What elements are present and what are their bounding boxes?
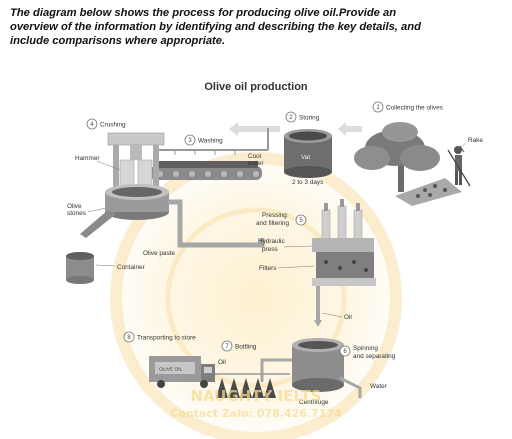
- container-label: Container: [117, 264, 146, 271]
- step-1-number: 1: [376, 105, 380, 111]
- hydraulic-press-illustration: [312, 199, 376, 286]
- worker-with-rake-illustration: [447, 145, 471, 187]
- step-8-number: 8: [127, 335, 131, 341]
- olive-stones-label-1: Olive: [67, 203, 82, 210]
- olive-stones-label-2: stones: [67, 210, 86, 217]
- step-6-label-1: Spinning: [353, 345, 378, 352]
- step-6-number: 6: [343, 349, 347, 355]
- arrow-to-washing: [229, 122, 280, 136]
- storage-duration-label: 2 to 3 days: [292, 179, 323, 186]
- bottled-oil-label: Oil: [218, 359, 226, 366]
- watermark-contact: Contact Zalo: 078.426.7174: [170, 407, 342, 420]
- delivery-truck-illustration: [149, 356, 215, 388]
- cool-water-label-2: water: [247, 160, 264, 167]
- step-2-number-badge: [285, 111, 297, 123]
- step-5-label-1: Pressing: [262, 212, 287, 219]
- step-7-number: 7: [225, 344, 229, 350]
- washing-conveyor-illustration: [150, 128, 269, 180]
- rake-label: Rake: [468, 137, 483, 144]
- task-prompt: The diagram below shows the process for …: [10, 6, 506, 48]
- diagram-title: Olive oil production: [204, 81, 308, 93]
- storage-vat-illustration: [284, 129, 332, 178]
- step-8-number-badge: [123, 331, 135, 343]
- step-6-label-2: and separating: [353, 353, 396, 360]
- step-5-label-2: and filtering: [256, 220, 289, 227]
- olive-paste-label: Olive paste: [143, 250, 175, 257]
- step-7-label: Bottling: [235, 344, 257, 351]
- step-6-number-badge: [339, 345, 351, 357]
- hydraulic-press-label-1: Hydraulic: [258, 238, 285, 245]
- step-2-number: 2: [289, 115, 293, 121]
- task-line-1: The diagram below shows the process for …: [10, 7, 397, 19]
- step-3-label: Washing: [198, 138, 223, 145]
- arrow-to-storing: [338, 122, 362, 136]
- step-5-number-badge: [295, 214, 307, 226]
- centrifuge-label: Centrifuge: [299, 399, 329, 406]
- cool-water-label-1: Cool: [248, 153, 261, 160]
- step-1-label: Collecting the olives: [386, 105, 443, 112]
- vat-label: Vat: [301, 154, 310, 161]
- step-4-number-badge: [86, 118, 98, 130]
- bottles-illustration: [206, 373, 290, 398]
- stones-container-illustration: [66, 210, 116, 284]
- hammer-label: Hammer: [75, 155, 100, 162]
- olive-tree-illustration: [354, 122, 462, 206]
- hydraulic-press-label-2: press: [262, 246, 278, 253]
- crushing-machine-illustration: [105, 132, 169, 220]
- step-2-label: Storing: [299, 115, 320, 122]
- step-1-number-badge: [372, 101, 384, 113]
- step-5-number: 5: [299, 218, 303, 224]
- step-3-number: 3: [188, 138, 192, 144]
- oil-pipe-arrow: [314, 320, 322, 327]
- water-label: Water: [370, 383, 388, 390]
- step-8-label: Transporting to store: [137, 335, 196, 342]
- task-line-3: include comparisons where appropriate.: [10, 35, 226, 47]
- filters-label: Filters: [259, 265, 276, 272]
- step-4-label: Crushing: [100, 122, 126, 129]
- olive-paste-pipe: [168, 199, 205, 248]
- centrifuge-illustration: [292, 338, 362, 398]
- oil-pipe-label: Oil: [344, 314, 352, 321]
- step-4-number: 4: [90, 122, 94, 128]
- watermark-name: NAUGHTY IELTS: [190, 387, 321, 405]
- task-line-2: overview of the information by identifyi…: [10, 21, 421, 33]
- step-3-number-badge: [184, 134, 196, 146]
- truck-sign: OLIVE OIL: [159, 367, 183, 373]
- pipe-to-press: [205, 238, 265, 248]
- step-7-number-badge: [221, 340, 233, 352]
